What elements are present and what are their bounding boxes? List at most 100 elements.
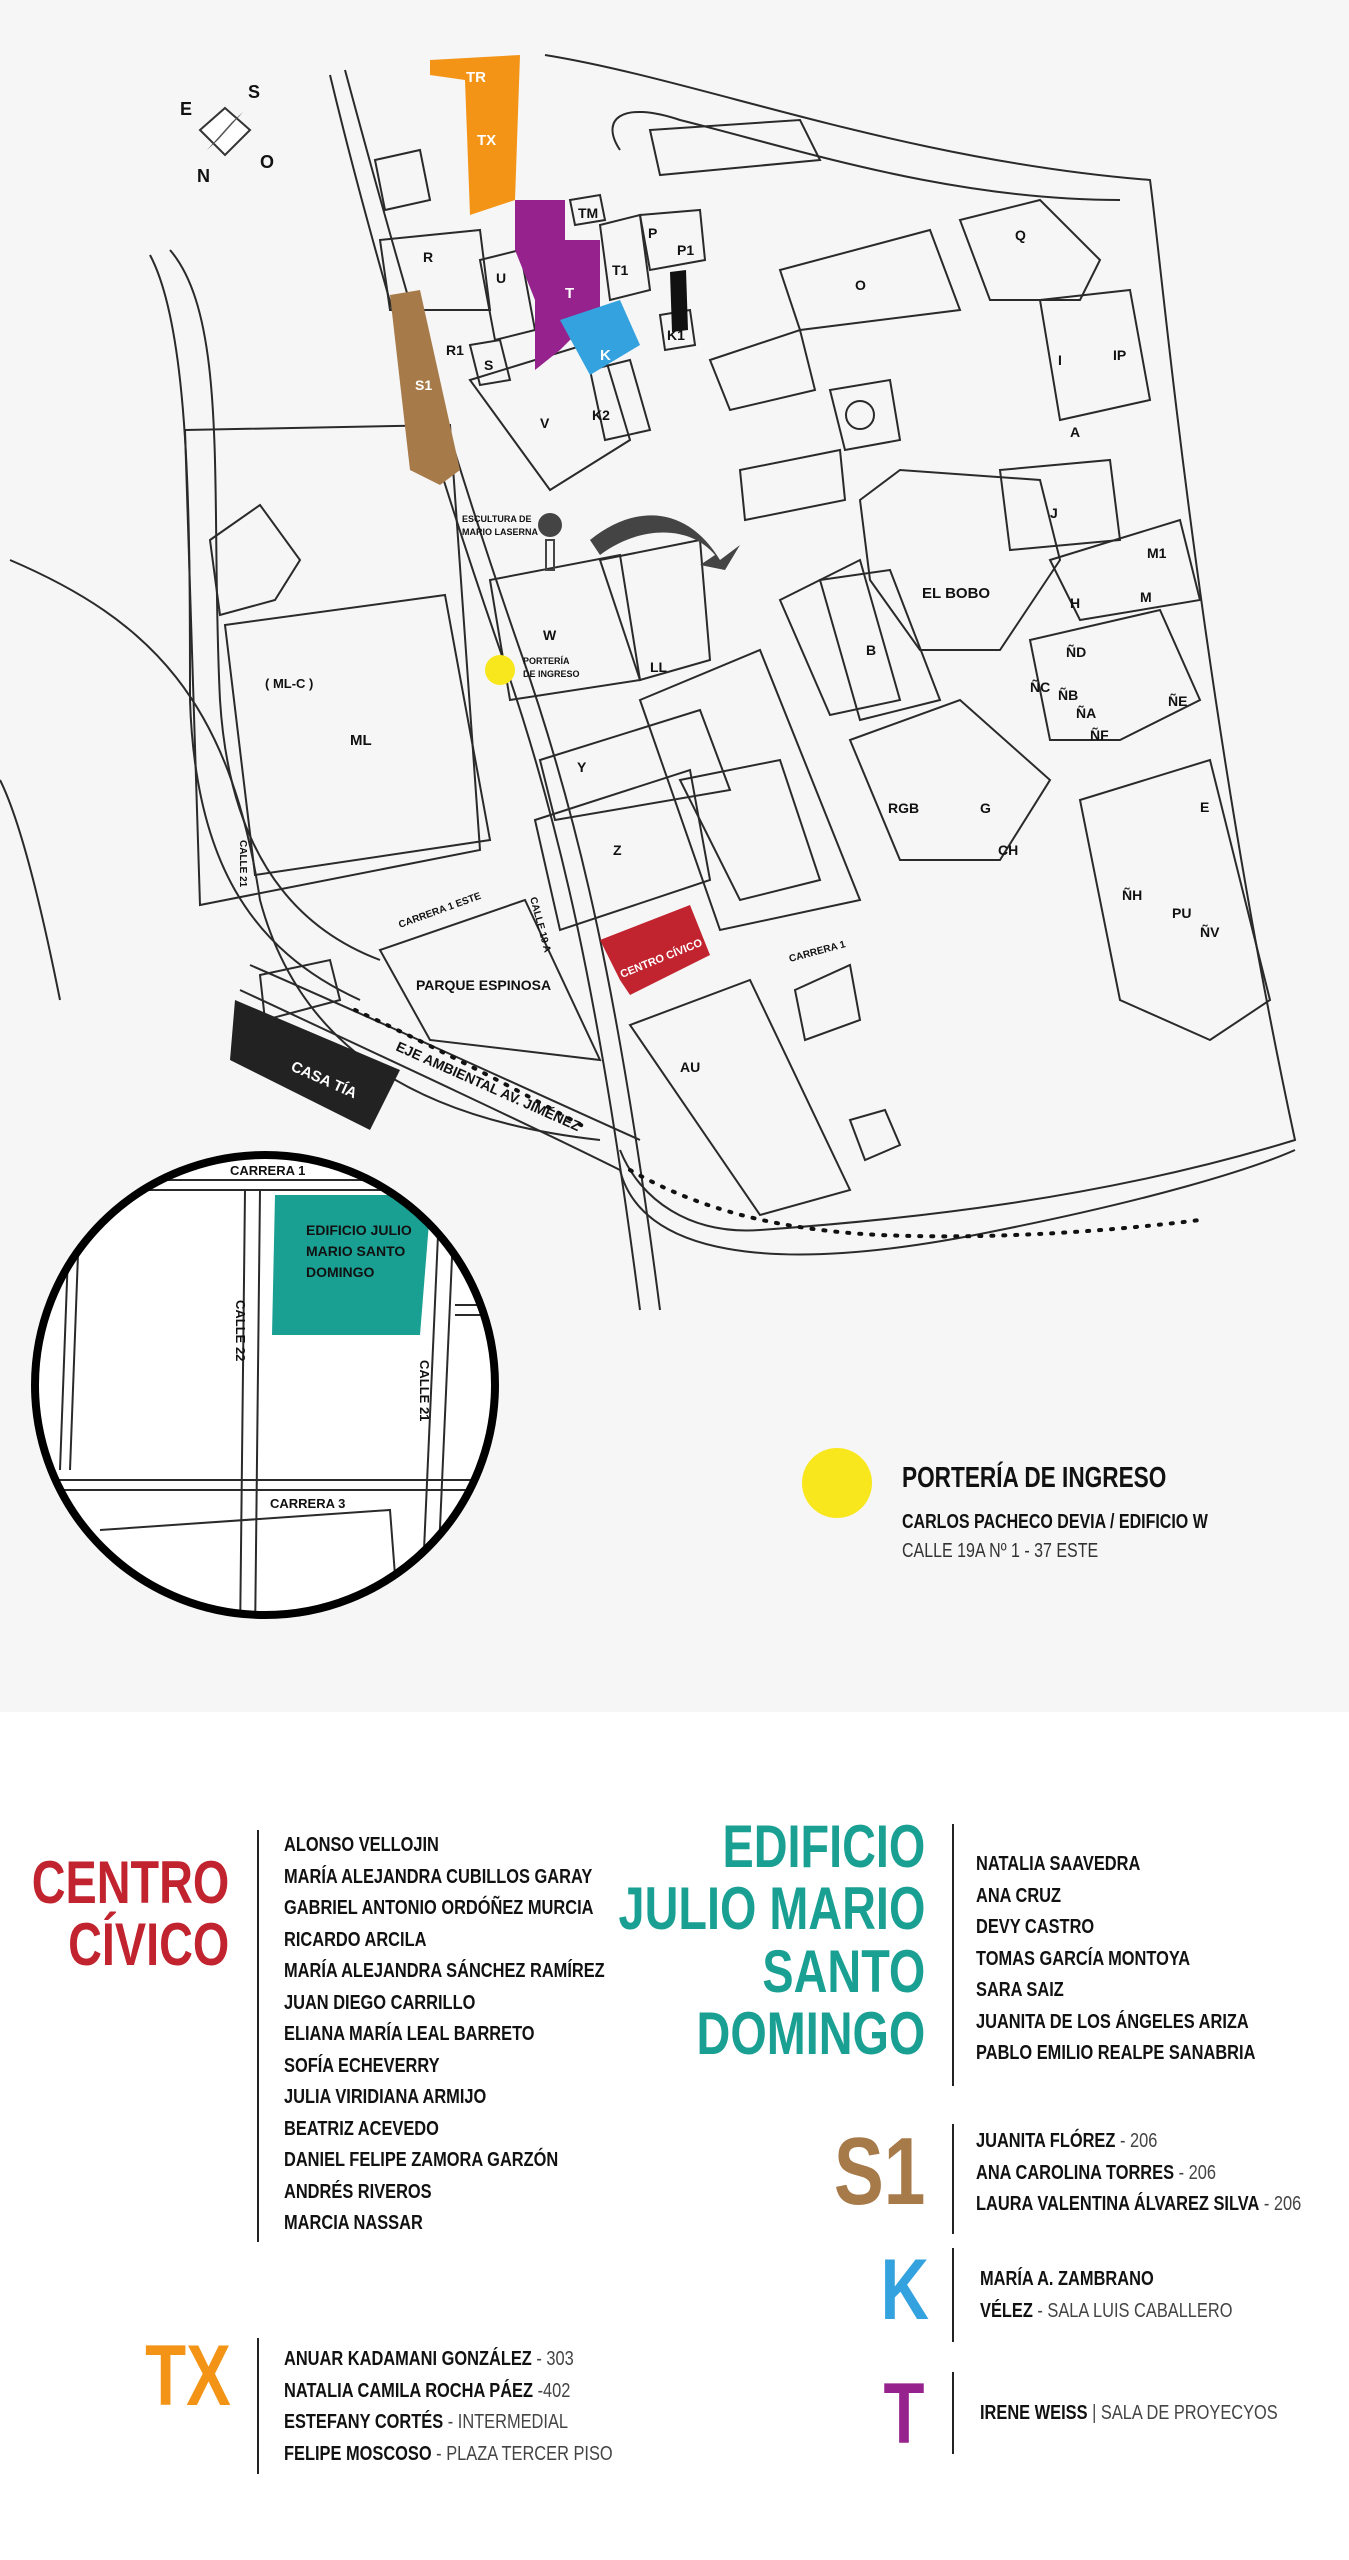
- sculpture-icon: [538, 513, 562, 537]
- label-g: G: [980, 800, 991, 816]
- legend-name: BEATRIZ ACEVEDO: [284, 2117, 439, 2140]
- label-nb: ÑB: [1058, 686, 1078, 703]
- label-ml-c: ( ML-C ): [265, 676, 313, 691]
- building-el-bobo: [858, 468, 1062, 651]
- label-na: ÑA: [1076, 704, 1096, 721]
- building-small-3: [793, 963, 862, 1042]
- parque-espinosa: [378, 898, 602, 1062]
- legend-divider-julio: [952, 1824, 954, 2086]
- bottom-road: [619, 1149, 1296, 1256]
- label-porteria-2: DE INGRESO: [523, 669, 580, 679]
- legend-name: DANIEL FELIPE ZAMORA GARZÓN: [284, 2149, 559, 2171]
- legend-t-title: T: [884, 2366, 925, 2462]
- legend-t-names: IRENE WEISS | SALA DE PROYECYOS: [980, 2398, 1343, 2430]
- building-tx: [430, 55, 520, 215]
- building-round: [828, 378, 902, 452]
- label-porteria-1: PORTERÍA: [523, 656, 570, 666]
- legend-name: JUANITA DE LOS ÁNGELES ARIZA: [976, 2010, 1249, 2033]
- left-curve-4: [149, 254, 361, 1001]
- map-canvas: E S N O TR TX TM P P1 T1 T K K1 K2 R R1 …: [0, 54, 1297, 1619]
- legend-name: JUAN DIEGO CARRILLO: [284, 1991, 476, 2014]
- label-nv: ÑV: [1200, 923, 1220, 940]
- building-j: [998, 458, 1122, 552]
- inset-circle: [31, 1151, 499, 1619]
- legend-k-title: K: [880, 2242, 929, 2338]
- building-field-2: [738, 448, 847, 522]
- building-block-mid: [638, 648, 862, 932]
- porteria-title: PORTERÍA DE INGRESO: [902, 1462, 1167, 1494]
- label-b: B: [866, 642, 876, 658]
- label-r1: R1: [446, 342, 464, 358]
- building-au: [628, 978, 852, 1217]
- building-n-block: [1028, 608, 1202, 741]
- legend-tx-title: TX: [145, 2328, 231, 2424]
- building-small-4: [848, 1108, 902, 1162]
- left-curve-2: [0, 779, 61, 1001]
- legend-name: ANA CAROLINA TORRES - 206: [976, 2161, 1216, 2184]
- building-tm: [568, 193, 607, 227]
- label-j: J: [1050, 505, 1058, 521]
- street-label-carrera1este: CARRERA 1 ESTE: [397, 891, 483, 931]
- legend-name: MARÍA ALEJANDRA SÁNCHEZ RAMÍREZ: [284, 1960, 605, 1982]
- label-au: AU: [680, 1059, 700, 1075]
- inset-label-edificio-1: EDIFICIO JULIO: [306, 1222, 412, 1238]
- eje-road: [249, 964, 641, 1141]
- label-k1: K1: [667, 327, 685, 343]
- building-p: [638, 208, 707, 272]
- label-r: R: [423, 249, 433, 265]
- label-m: M: [1140, 589, 1152, 605]
- building-ll: [598, 538, 712, 682]
- label-tx: TX: [477, 132, 496, 149]
- label-p1: P1: [677, 242, 694, 258]
- street-label-carrera1: CARRERA 1: [788, 939, 847, 965]
- label-t: T: [565, 285, 574, 302]
- legend-divider-t: [952, 2372, 954, 2454]
- label-t1: T1: [612, 262, 629, 278]
- legend-name: JUANITA FLÓREZ - 206: [976, 2130, 1158, 2152]
- label-nf: ÑF: [1090, 726, 1109, 743]
- building-k: [560, 300, 640, 375]
- label-o: O: [855, 277, 866, 293]
- label-k: K: [600, 347, 611, 364]
- legend-name: DEVY CASTRO: [976, 1916, 1095, 1938]
- campus-map: E S N O TR TX TM P P1 T1 T K K1 K2 R R1 …: [0, 54, 1297, 1619]
- legend-name: RICARDO ARCILA: [284, 1928, 427, 1951]
- porteria-line1: CARLOS PACHECO DEVIA / EDIFICIO W: [902, 1511, 1208, 1533]
- label-w: W: [543, 627, 557, 643]
- label-escultura-1: ESCULTURA DE: [462, 514, 532, 524]
- entrance-marker: [485, 655, 515, 685]
- label-u: U: [496, 270, 506, 286]
- label-i: I: [1058, 352, 1062, 368]
- sculpture-base: [545, 539, 555, 571]
- building-ml: [223, 593, 492, 877]
- label-q: Q: [1015, 227, 1026, 243]
- label-ne: ÑE: [1168, 692, 1187, 709]
- legend-name: MARÍA ALEJANDRA CUBILLOS GARAY: [284, 1865, 593, 1888]
- eje-dots: [353, 1008, 592, 1132]
- legend-name: TOMAS GARCÍA MONTOYA: [976, 1947, 1191, 1970]
- label-y: Y: [577, 759, 587, 775]
- legend-name: ELIANA MARÍA LEAL BARRETO: [284, 2023, 535, 2045]
- label-tr: TR: [466, 69, 486, 86]
- building-t1: [598, 213, 652, 302]
- building-small: [208, 503, 302, 617]
- legend-name: NATALIA SAAVEDRA: [976, 1853, 1141, 1875]
- label-e: E: [1200, 799, 1209, 815]
- legend-name: LAURA VALENTINA ÁLVAREZ SILVA - 206: [976, 2193, 1302, 2215]
- compass-e: E: [180, 99, 192, 119]
- label-s1: S1: [415, 377, 432, 393]
- legend-name: GABRIEL ANTONIO ORDÓÑEZ MURCIA: [284, 1897, 594, 1919]
- label-el-bobo: EL BOBO: [922, 585, 990, 602]
- label-p: P: [648, 225, 657, 241]
- label-rgb: RGB: [888, 800, 919, 816]
- label-escultura-2: MARIO LASERNA: [462, 527, 538, 537]
- building-o: [778, 228, 962, 332]
- legend-julio-title: EDIFICIO JULIO MARIO SANTO DOMINGO: [618, 1813, 925, 2068]
- building-s1: [390, 290, 460, 485]
- legend-name: SARA SAIZ: [976, 1979, 1064, 2001]
- legend-divider-tx: [257, 2338, 259, 2474]
